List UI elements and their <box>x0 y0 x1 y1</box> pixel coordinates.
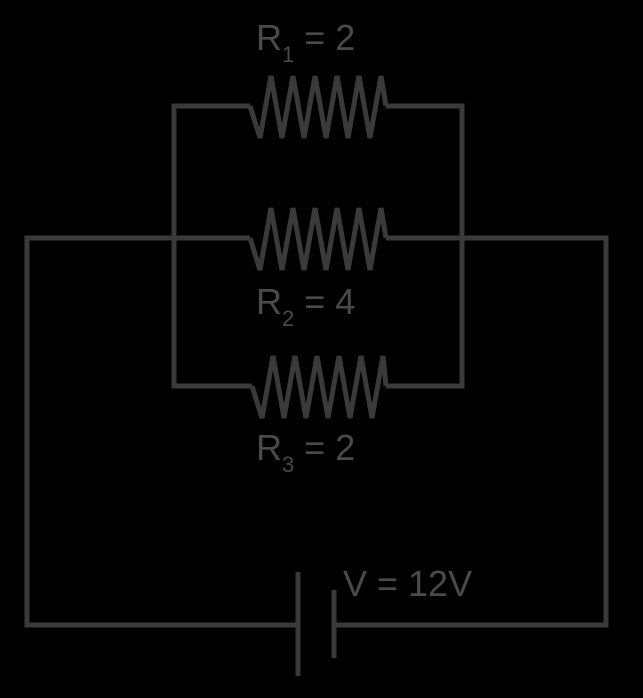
resistor-r2-label: R2 = 4 <box>256 281 356 330</box>
resistor-r2-zigzag <box>247 207 389 271</box>
wire-main-left <box>24 235 298 628</box>
wire-branch-right <box>386 103 465 389</box>
resistor-r3-label: R3 = 2 <box>256 427 356 476</box>
resistor-r1-subscript: 1 <box>282 42 295 67</box>
resistor-r2-value: = 4 <box>294 281 356 322</box>
resistor-r3-zigzag <box>249 355 389 419</box>
resistor-r1-label: R1 = 2 <box>256 17 356 66</box>
wire-branch-left <box>171 103 252 389</box>
resistor-r1-zigzag <box>247 75 389 139</box>
battery-voltage-label: V = 12V <box>343 563 473 604</box>
resistor-r3-subscript: 3 <box>282 452 295 477</box>
resistor-r1-value: = 2 <box>294 17 356 58</box>
resistor-r3-letter: R <box>256 427 282 468</box>
resistor-r2-subscript: 2 <box>282 306 295 331</box>
wire-main-right <box>334 235 609 628</box>
resistor-r2-letter: R <box>256 281 282 322</box>
resistor-r1-letter: R <box>256 17 282 58</box>
resistor-r3-value: = 2 <box>294 427 356 468</box>
